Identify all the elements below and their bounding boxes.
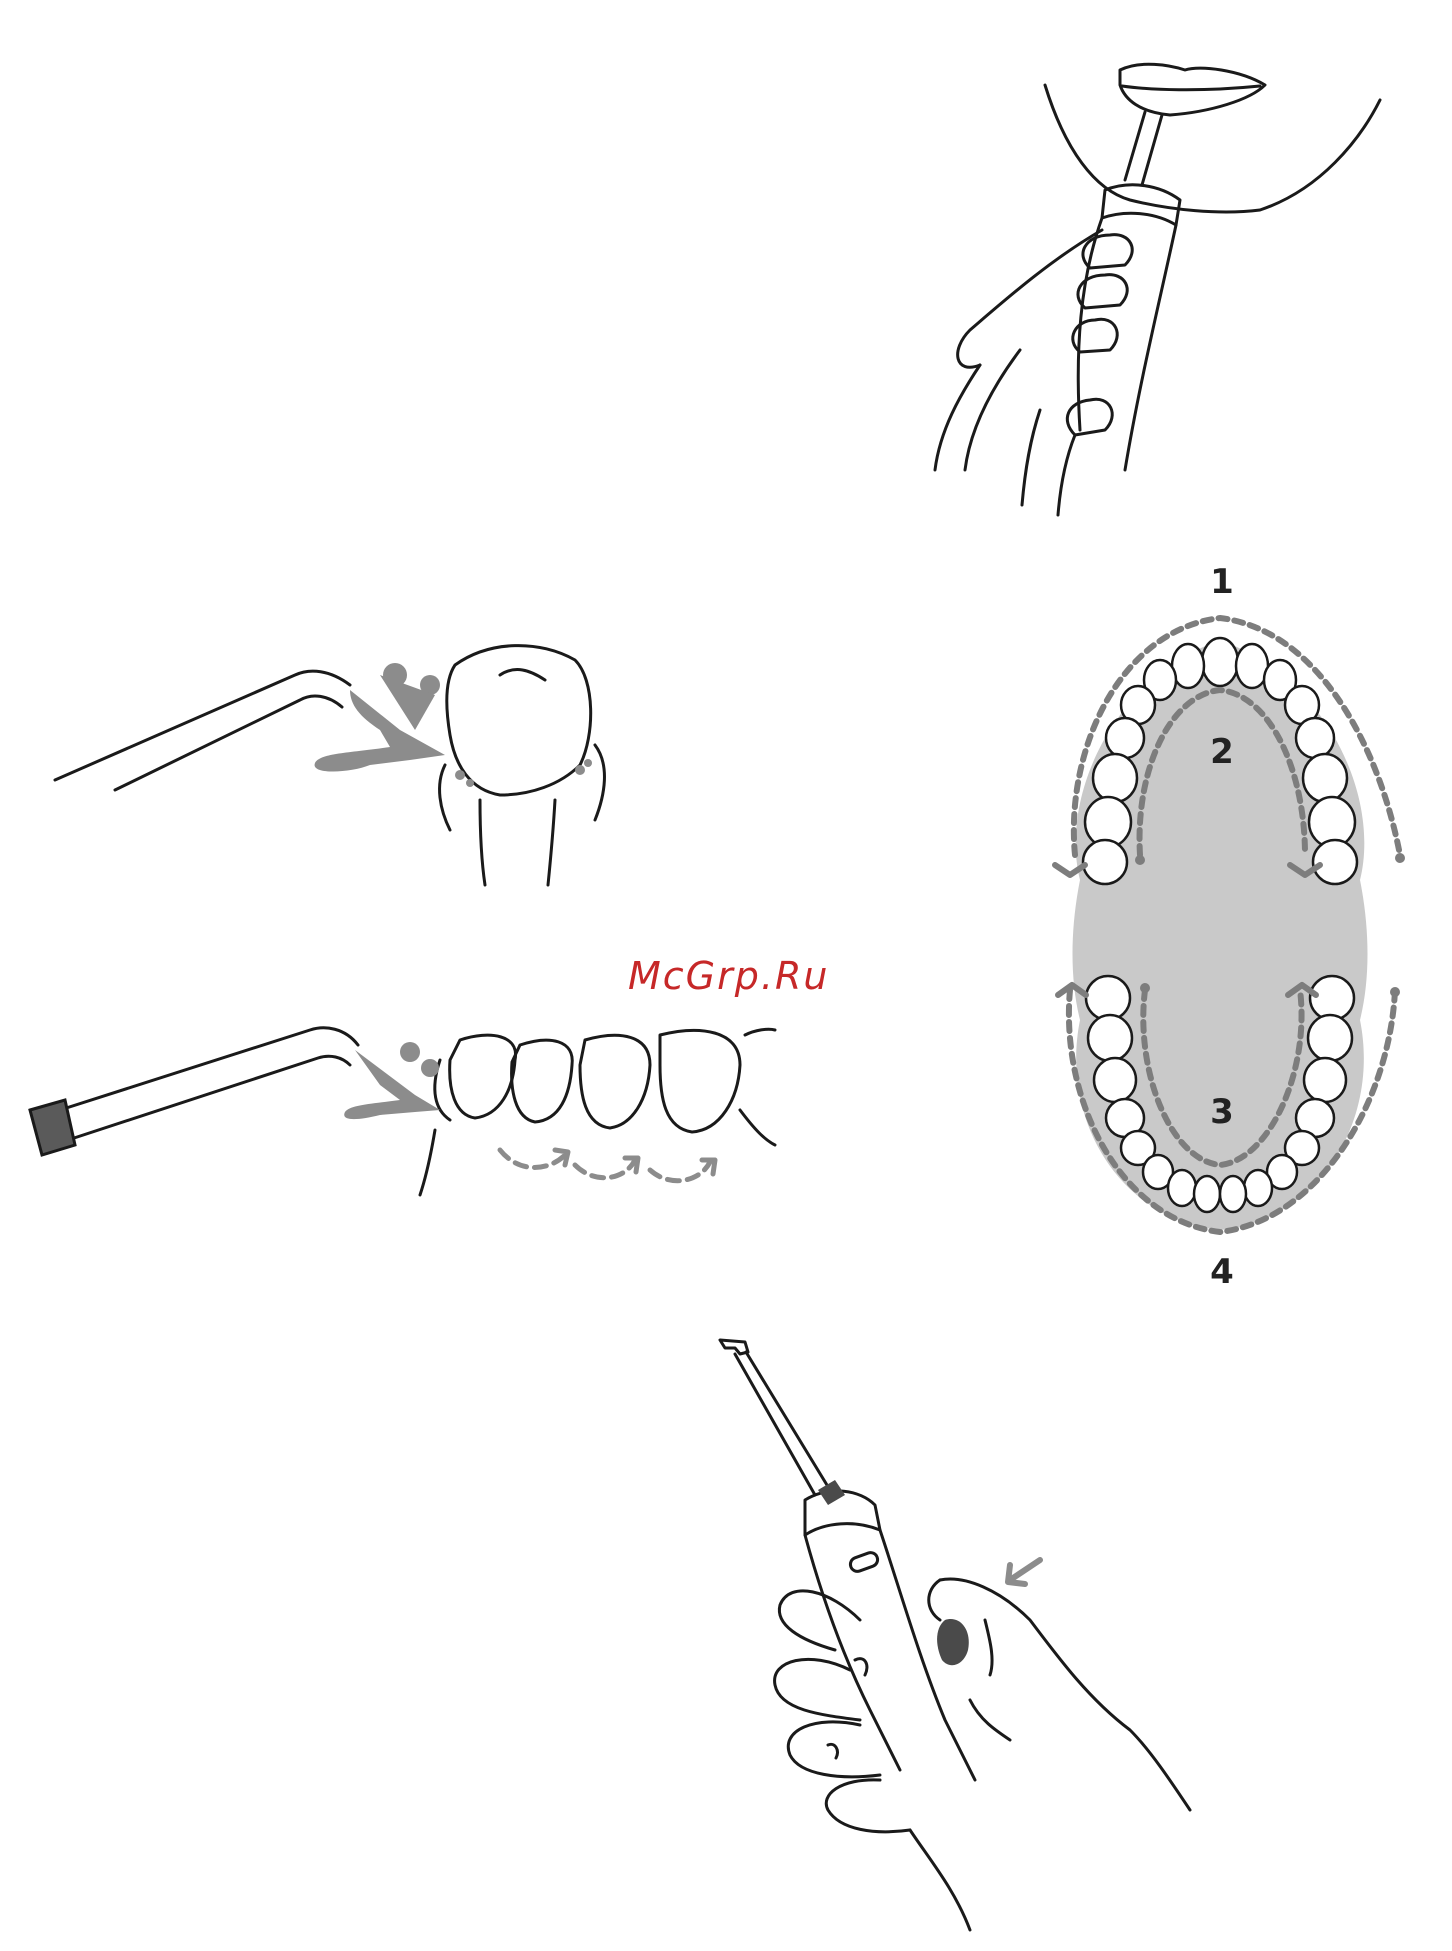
zone-label-4: 4 (1202, 1252, 1242, 1292)
zone-label-2: 2 (1202, 732, 1242, 772)
hand-irrigator-to-mouth-illustration (840, 50, 1400, 520)
hand-pressing-button-illustration (710, 1330, 1270, 1940)
watermark-text: McGrp.Ru (628, 954, 868, 998)
zone-label-1: 1 (1202, 562, 1242, 602)
zone-label-3: 3 (1202, 1092, 1242, 1132)
mouth-teeth-zones-diagram (1020, 600, 1440, 1270)
tooth-gumline-spray-illustration (50, 635, 630, 895)
teeth-row-spray-illustration (20, 1000, 780, 1200)
